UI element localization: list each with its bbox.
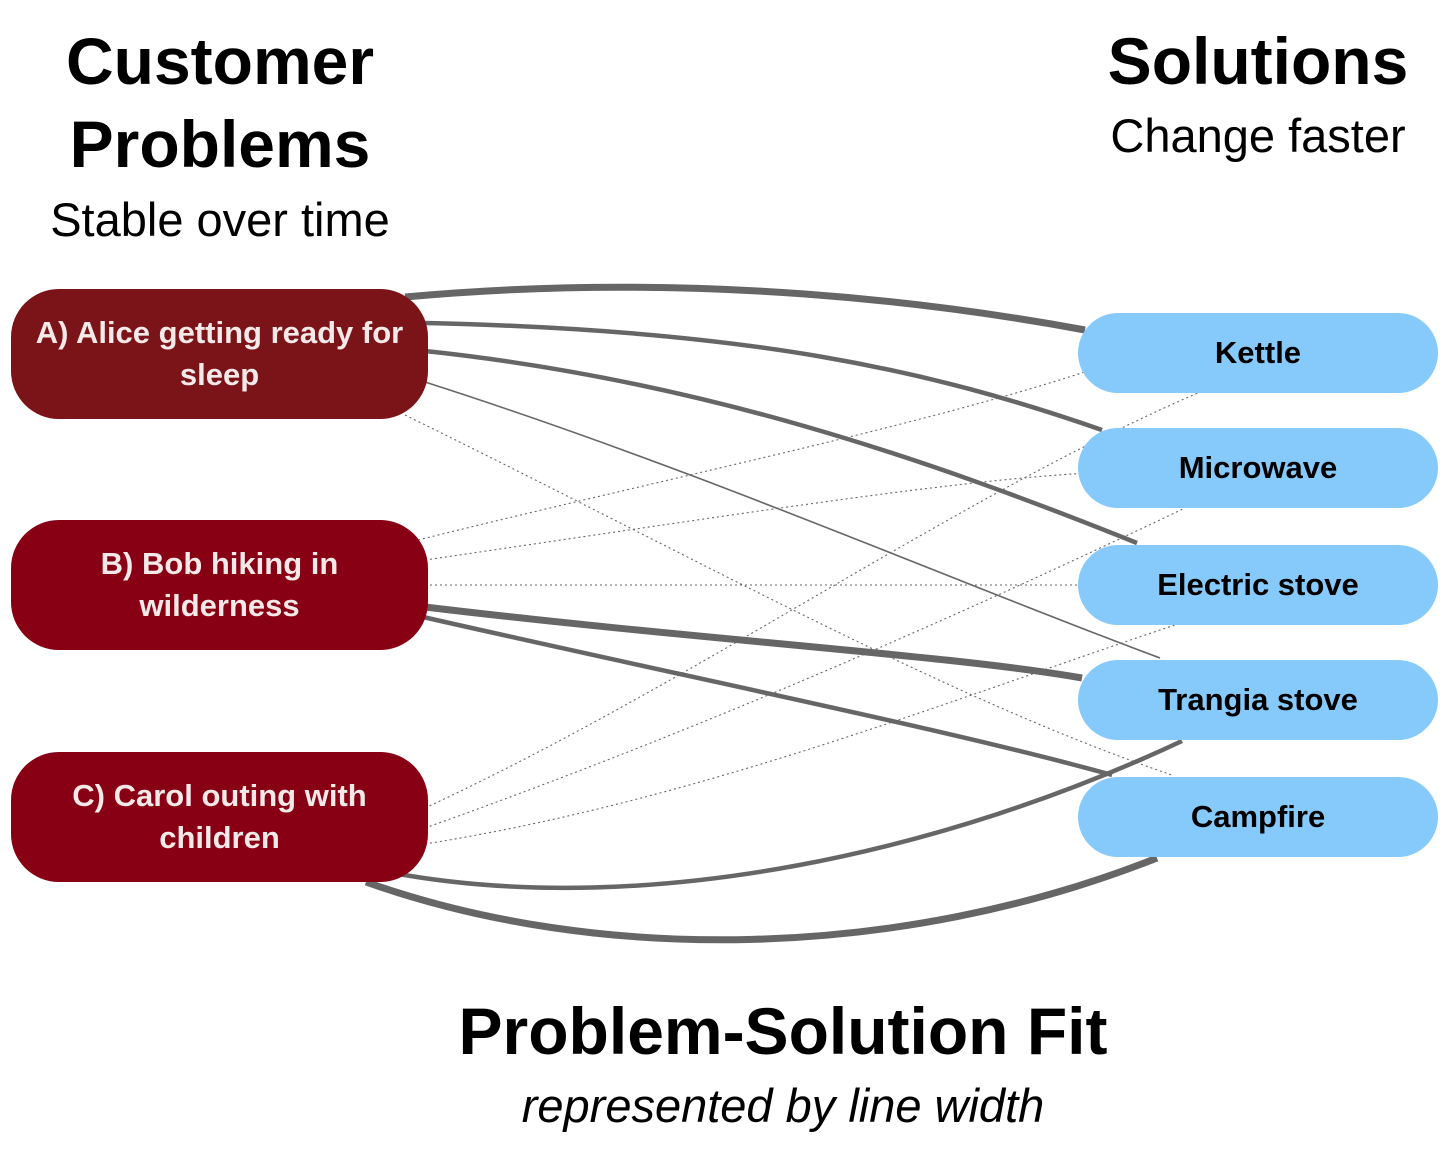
problems-title-line2: Problems [69,107,371,181]
problem-bob: B) Bob hiking in wilderness [11,520,428,650]
link-a-campfire [404,414,1173,776]
link-c-electric-stove [424,624,1176,845]
problems-subtitle: Stable over time [50,193,390,246]
solutions-title: Solutions [1107,24,1409,98]
problems-title-line1: Customer [65,24,375,98]
solution-electric-stove: Electric stove [1078,545,1438,625]
solution-kettle: Kettle [1078,313,1438,393]
link-c-trangia-stove [392,738,1183,891]
link-a-kettle [404,283,1086,334]
link-b-kettle [417,359,1121,541]
problems-title: Customer Problems [10,28,430,177]
link-c-campfire [364,854,1159,944]
footer-subtitle: represented by line width [521,1079,1045,1132]
solution-trangia-stove: Trangia stove [1078,660,1438,740]
solutions-subtitle: Change faster [1110,109,1406,162]
solution-microwave: Microwave [1078,428,1438,508]
problem-carol: C) Carol outing with children [11,752,428,882]
link-b-trangia-stove [424,603,1083,682]
link-a-electric-stove [424,348,1138,546]
link-b-microwave [424,472,1091,561]
link-a-trangia-stove [424,381,1161,659]
solution-campfire: Campfire [1078,777,1438,857]
link-c-microwave [424,507,1186,829]
problem-alice: A) Alice getting ready for sleep [11,289,428,419]
link-b-campfire [422,614,1113,778]
footer-title: Problem-Solution Fit [458,994,1108,1068]
link-a-microwave [424,320,1103,433]
